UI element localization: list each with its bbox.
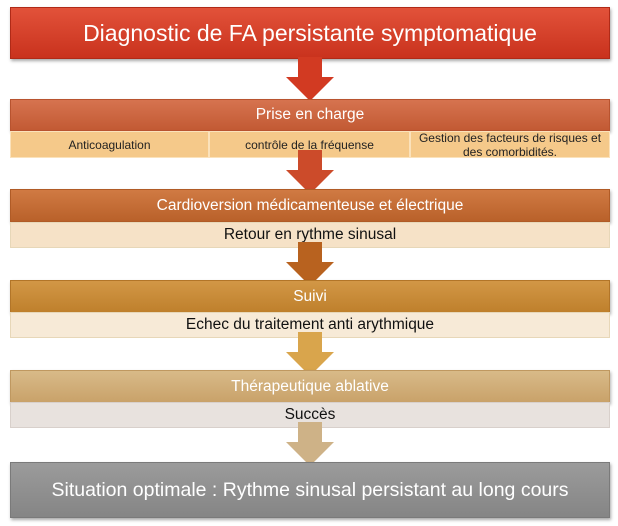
diagnosis-title-text: Diagnostic de FA persistante symptomatiq… (83, 19, 537, 46)
care-item-risk-factors: Gestion des facteurs de risques et des c… (410, 130, 610, 159)
section-detail-text: Echec du traitement anti arythmique (185, 316, 435, 333)
down-arrow-icon (286, 150, 334, 194)
care-item-label: contrôle de la fréquense (245, 137, 374, 152)
section-heading: Cardioversion médicamenteuse et électriq… (156, 196, 464, 214)
optimal-outcome-box: Situation optimale : Rythme sinusal pers… (10, 462, 610, 518)
down-arrow-icon (286, 57, 334, 101)
care-item-label: Gestion des facteurs de risques et des c… (418, 130, 602, 159)
section-ablation-header: Thérapeutique ablative (10, 370, 610, 403)
optimal-outcome-text: Situation optimale : Rythme sinusal pers… (51, 478, 569, 501)
section-prise-en-charge-header: Prise en charge (10, 99, 610, 131)
care-item-anticoagulation: Anticoagulation (10, 131, 209, 158)
section-suivi-header: Suivi (10, 280, 610, 313)
section-heading: Suivi (293, 287, 327, 305)
diagnosis-title-box: Diagnostic de FA persistante symptomatiq… (10, 7, 610, 59)
section-heading: Thérapeutique ablative (231, 377, 389, 395)
down-arrow-icon (286, 242, 334, 286)
section-detail-text: Succès (284, 406, 336, 423)
section-cardioversion-header: Cardioversion médicamenteuse et électriq… (10, 189, 610, 222)
section-detail-text: Retour en rythme sinusal (223, 226, 397, 243)
down-arrow-icon (286, 422, 334, 466)
down-arrow-icon (286, 332, 334, 376)
section-heading: Prise en charge (255, 106, 365, 123)
care-item-label: Anticoagulation (68, 137, 151, 152)
